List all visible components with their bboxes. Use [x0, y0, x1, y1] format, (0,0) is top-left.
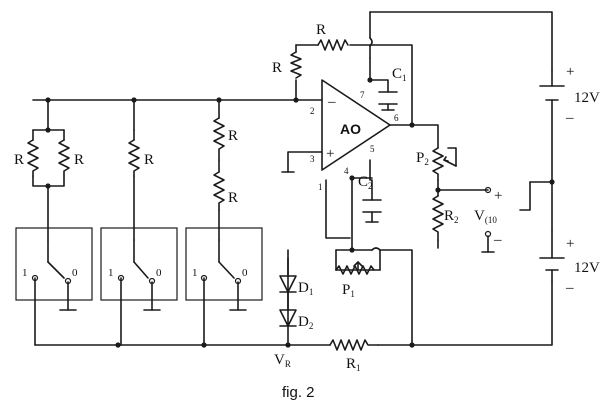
- label-vr: VR: [274, 352, 291, 369]
- battery-top-plus: +: [566, 64, 574, 80]
- resistor-r2: [432, 195, 444, 241]
- resistor-feedback-top: [317, 39, 349, 51]
- label-p2: P2: [416, 150, 429, 167]
- label-r-branch1-a: R: [14, 152, 24, 168]
- resistor-branch1-a: [27, 139, 39, 177]
- label-c1: C1: [392, 66, 407, 83]
- pin-3: 3: [310, 154, 315, 164]
- battery-bottom: [539, 257, 565, 271]
- pin-5: 5: [370, 144, 375, 154]
- opamp: AO – + 2 3 1 4 5 6 7: [310, 79, 399, 192]
- opamp-label: AO: [340, 121, 361, 137]
- label-c2: C2: [358, 174, 373, 191]
- pin-2: 2: [310, 106, 315, 116]
- junctions: [45, 77, 555, 348]
- opamp-noninv-sign: +: [326, 146, 334, 162]
- diode-d2: [279, 291, 297, 327]
- pin-4: 4: [344, 166, 349, 176]
- label-r2: R2: [444, 208, 459, 225]
- switch2-label-1: 1: [108, 267, 114, 279]
- capacitor-c2: [362, 199, 382, 213]
- vout-plus: +: [494, 188, 502, 204]
- resistor-branch2: [128, 139, 140, 177]
- opamp-inv-sign: –: [327, 94, 336, 110]
- pin-7: 7: [360, 90, 365, 100]
- battery-top: [539, 85, 565, 101]
- pin-6: 6: [394, 113, 399, 123]
- component-labels: R R R R R R R C1 C2 P2 R2 P1 D1 D2 VR R1: [14, 22, 459, 373]
- resistor-r1: [329, 339, 379, 351]
- capacitor-c1: [378, 91, 398, 105]
- resistor-branch3-a: [213, 117, 225, 161]
- battery-bottom-minus: –: [565, 280, 574, 296]
- label-d2: D2: [298, 314, 313, 331]
- label-r-branch2: R: [144, 152, 154, 168]
- switch1-label-0: 0: [72, 267, 78, 279]
- label-p1: P1: [342, 282, 355, 299]
- output-terminals: + – V(10: [474, 186, 502, 248]
- battery-bottom-plus: +: [566, 236, 574, 252]
- battery-top-voltage: 12V: [574, 90, 600, 106]
- label-d1: D1: [298, 280, 313, 297]
- label-r1: R1: [346, 356, 361, 373]
- pin-1: 1: [318, 182, 323, 192]
- vout-minus: –: [493, 232, 502, 248]
- resistors: [27, 39, 457, 351]
- switch-box-2: [100, 227, 178, 301]
- switch-box-1: [15, 227, 93, 301]
- label-r-branch3-b: R: [228, 190, 238, 206]
- switches: 1 0 1 0 1 0: [15, 171, 495, 311]
- resistor-branch1-b: [58, 139, 70, 177]
- resistor-feedback-left: [290, 51, 302, 79]
- switch3-label-0: 0: [242, 267, 248, 279]
- switch3-label-1: 1: [192, 267, 198, 279]
- capacitors: [362, 91, 398, 223]
- label-r-branch1-b: R: [74, 152, 84, 168]
- label-r-branch3-a: R: [228, 128, 238, 144]
- figure-caption: fig. 2: [282, 384, 315, 401]
- label-r-feedback-left: R: [272, 60, 282, 76]
- vout-label: V(10: [474, 208, 497, 225]
- label-r-feedback-top: R: [316, 22, 326, 38]
- resistor-branch3-b: [213, 171, 225, 211]
- battery-top-minus: –: [565, 110, 574, 126]
- battery-bottom-voltage: 12V: [574, 260, 600, 276]
- diodes: [279, 257, 297, 327]
- potentiometer-p2: [432, 147, 444, 181]
- batteries: + – 12V + – 12V: [539, 64, 600, 296]
- switch2-label-0: 0: [156, 267, 162, 279]
- switch1-label-1: 1: [22, 267, 28, 279]
- switch-box-3: [185, 227, 263, 301]
